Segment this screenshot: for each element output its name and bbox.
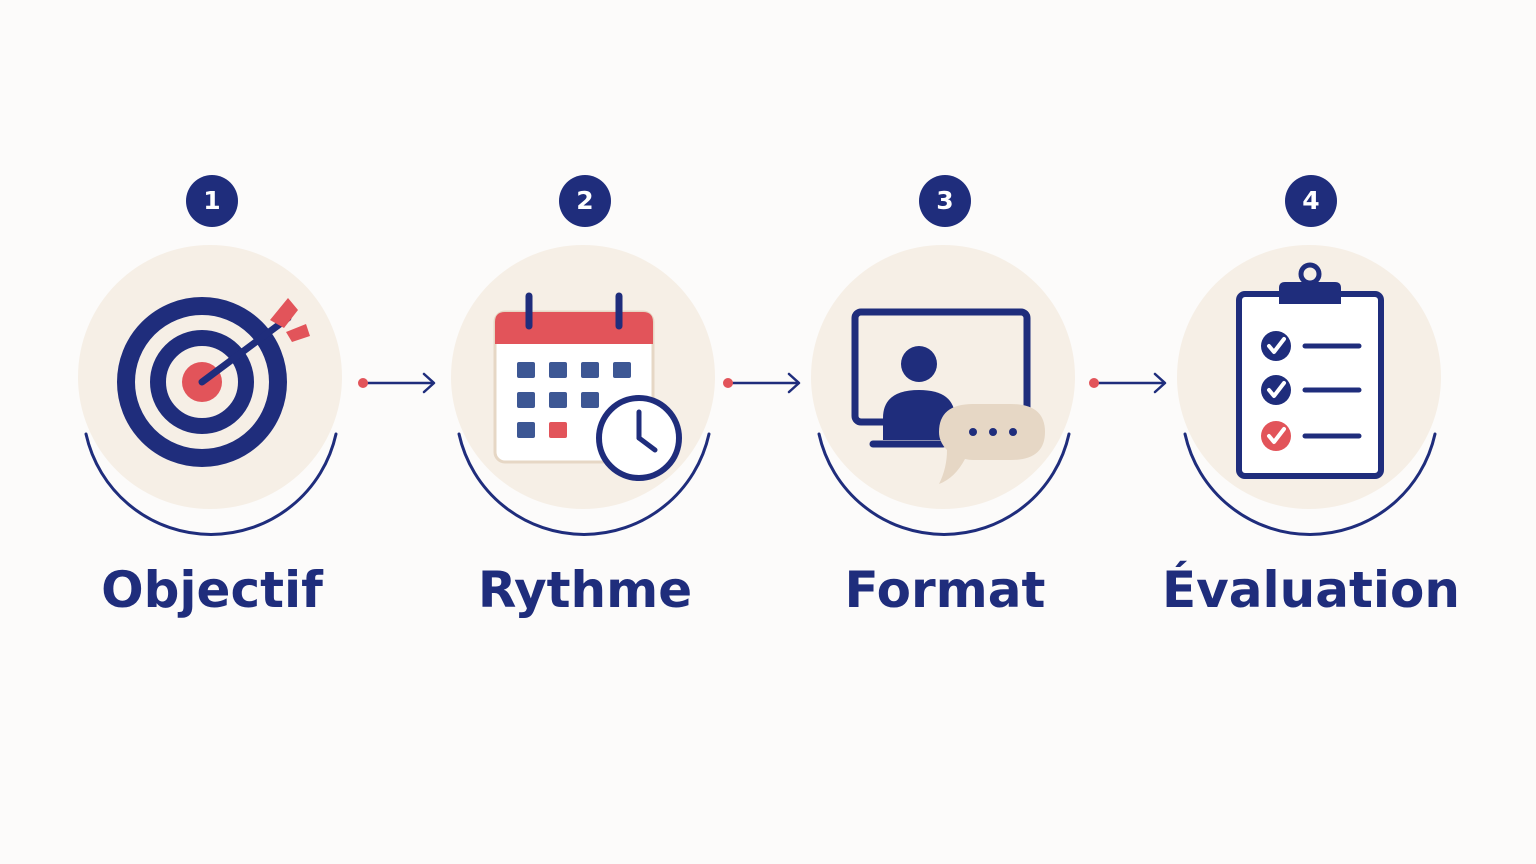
video-call-icon [851,308,1045,484]
step-format: 3 Format [795,0,1095,864]
step-number-badge: 3 [919,175,971,227]
step-objectif: 1 Objectif [62,0,362,864]
step-number-badge: 2 [559,175,611,227]
step-evaluation: 4 Évaluation [1161,0,1461,864]
step-number-badge: 1 [186,175,238,227]
step-arc [457,432,711,536]
target-icon [117,297,310,467]
step-number-badge: 4 [1285,175,1337,227]
step-arc [1183,432,1437,536]
connector-arrow-2-3 [723,372,801,394]
connector-arrow-1-2 [358,372,436,394]
step-arc [84,432,338,536]
step-label: Évaluation [1162,561,1460,619]
checklist-icon [1236,262,1384,479]
step-label: Objectif [101,561,323,619]
calendar-clock-icon [493,292,682,481]
step-label: Rythme [477,561,693,619]
step-label: Format [844,561,1046,619]
step-rythme: 2 Rythme [435,0,735,864]
step-arc [817,432,1071,536]
connector-arrow-3-4 [1089,372,1167,394]
